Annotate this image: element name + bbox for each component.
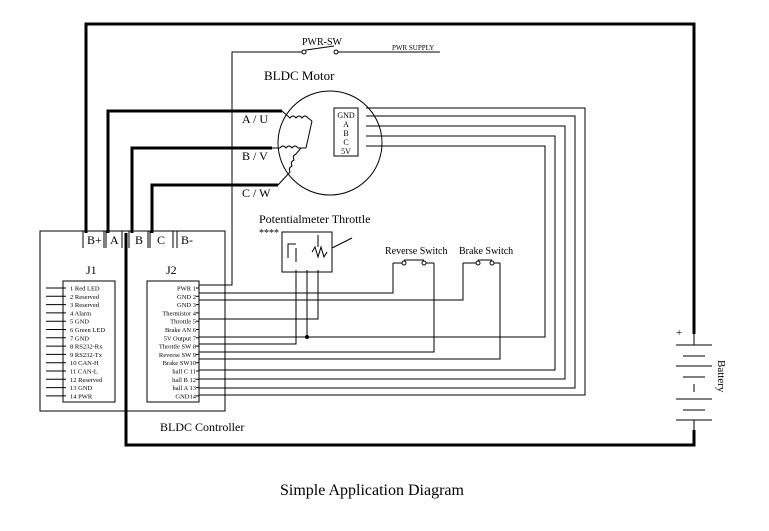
controller-box — [39, 230, 226, 412]
battery-label: Battery — [715, 360, 727, 393]
battery-plus: + — [676, 327, 682, 339]
j1-pin-7: 7 GND — [70, 335, 89, 342]
j1-title: J1 — [86, 263, 97, 277]
j1-pin-13: 13 GND — [70, 385, 93, 392]
terminal-b: B — [135, 233, 143, 247]
j2-pin-3: GND 3 — [177, 302, 196, 309]
reverse-switch-label: Reverse Switch — [385, 246, 448, 257]
power-switch: PWR-SW PWR SUPPLY — [301, 37, 440, 55]
j1-pin-9: 9 RS232-Tx — [70, 352, 103, 359]
j2-pin-12: hall B 12 — [172, 377, 196, 384]
j1-pin-2: 2 Reserved — [70, 294, 100, 301]
j1-pin-6: 6 Green LED — [70, 327, 105, 334]
j2-pin-14: GND14 — [175, 393, 196, 400]
phase-a-label: A / U — [242, 112, 268, 126]
j2-pin-5: Throttle 5 — [170, 319, 196, 326]
j1-pin-8: 8 RS232-Rx — [70, 344, 103, 351]
j1-pin-4: 4 Alarm — [70, 310, 91, 317]
j1-pin-12: 12 Reserved — [70, 377, 103, 384]
motor-terminal-4: C — [343, 138, 348, 147]
potentiometer-throttle: Potentialmeter Throttle **** — [259, 212, 370, 273]
terminal-a: A — [110, 233, 119, 247]
controller-label: BLDC Controller — [160, 420, 244, 434]
terminal-bplus: B+ — [87, 233, 102, 247]
throttle-mark: **** — [259, 228, 279, 239]
j1-pin-3: 3 Reserved — [70, 302, 100, 309]
brake-switch: Brake Switch — [459, 246, 513, 266]
j1-pin-11: 11 CAN-L — [70, 369, 98, 376]
j2-pin-9: Reverse SW 9 — [159, 352, 196, 359]
power-wiring — [84, 22, 696, 447]
j2-pin-1: PWR 1 — [177, 286, 196, 293]
phase-c-label: C / W — [242, 186, 271, 200]
terminal-c: C — [157, 233, 165, 247]
terminal-bminus: B- — [181, 233, 193, 247]
j2-pin-8: Throttle SW 8 — [159, 344, 196, 351]
motor-terminal-1: GND — [337, 111, 355, 120]
j2-pin-10: Brake SW10 — [163, 360, 196, 367]
j2-pin-7: 5V Output 7 — [164, 335, 197, 342]
motor-terminal-5: 5V — [341, 147, 351, 156]
power-switch-label: PWR-SW — [302, 37, 343, 48]
j2-pin-13: hall A 13 — [173, 385, 196, 392]
j1-pin-1: 1 Red LED — [70, 286, 100, 293]
j2-pin-6: Brake AN 6 — [165, 327, 197, 334]
j2-pin-11: hall C 11 — [172, 369, 196, 376]
reverse-switch: Reverse Switch — [385, 246, 448, 266]
power-supply-label: PWR SUPPLY — [392, 44, 434, 52]
motor-title: BLDC Motor — [264, 68, 335, 83]
j2-pin-4: Thermistor 4 — [162, 310, 197, 317]
phase-b-label: B / V — [242, 149, 268, 163]
j1-pin-5: 5 GND — [70, 319, 89, 326]
battery: + Battery — [676, 327, 727, 430]
throttle-title: Potentialmeter Throttle — [259, 212, 370, 226]
power-terminal-block: B+ A B C B- — [82, 231, 193, 248]
brake-switch-label: Brake Switch — [459, 246, 513, 257]
diagram-title: Simple Application Diagram — [280, 482, 465, 499]
j1-pin-10: 10 CAN-H — [70, 360, 99, 367]
motor-terminal-2: A — [343, 120, 349, 129]
j1-pin-14: 14 PWR — [70, 393, 93, 400]
j2-pin-2: GND 2 — [177, 294, 196, 301]
j2-title: J2 — [166, 263, 177, 277]
signal-wiring — [199, 51, 586, 396]
motor-terminal-3: B — [343, 129, 348, 138]
